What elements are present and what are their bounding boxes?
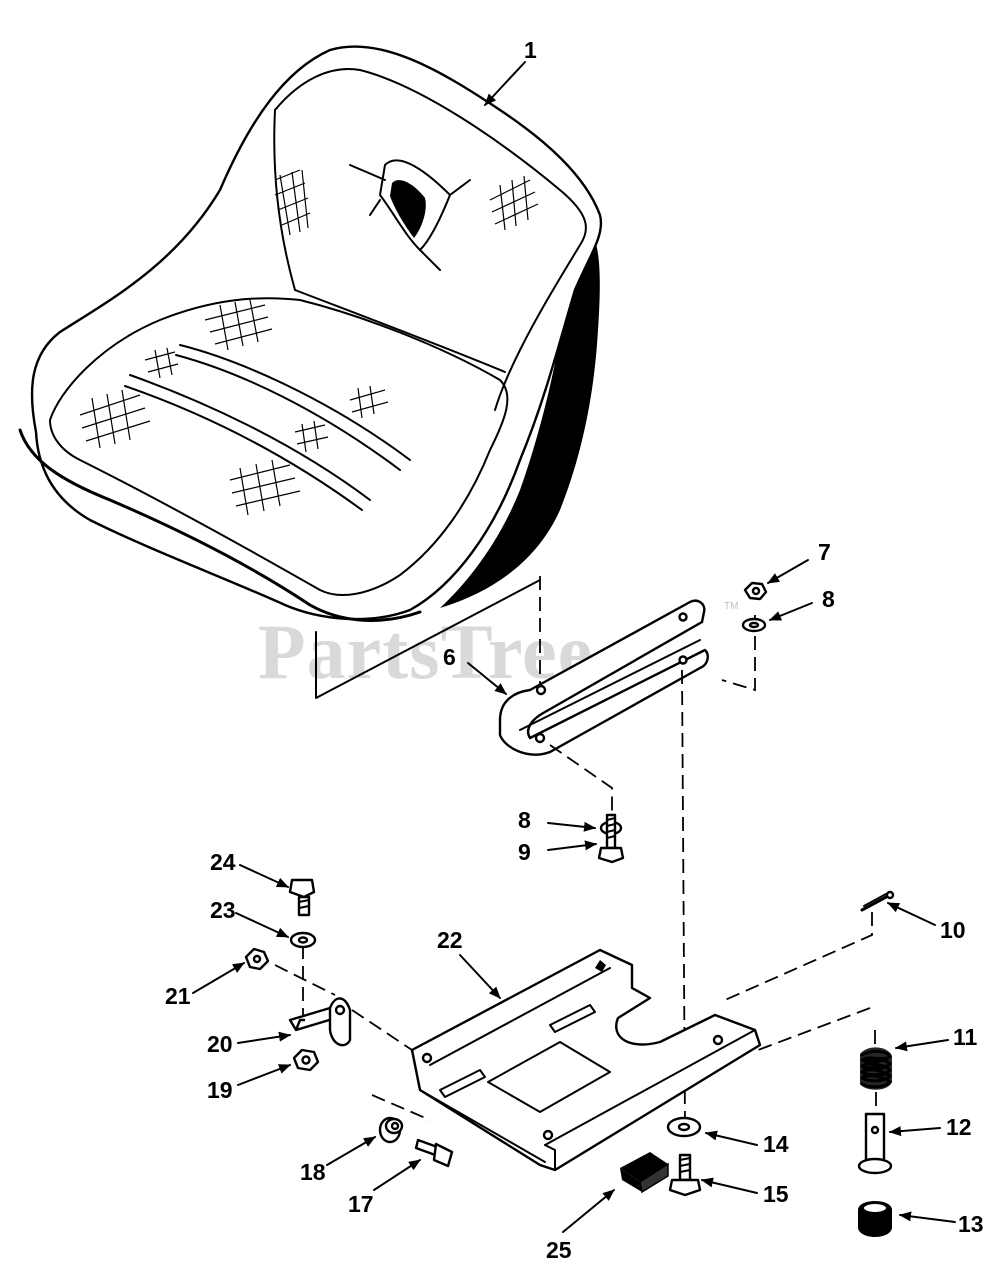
callout-22: 22 [437, 927, 463, 953]
seat-pan-icon [410, 948, 762, 1172]
callout-9: 9 [518, 839, 531, 865]
bolt-icon [668, 1153, 702, 1197]
bolt-icon [597, 813, 625, 864]
nut-icon [292, 1048, 320, 1072]
pad-icon [620, 1152, 669, 1194]
callout-7: 7 [818, 539, 831, 565]
callout-23: 23 [210, 897, 236, 923]
callout-14: 14 [763, 1131, 789, 1157]
pin-icon [857, 1092, 893, 1175]
watermark-trademark: TM [724, 601, 738, 612]
callout-12: 12 [946, 1114, 972, 1140]
washer-icon [741, 617, 767, 633]
callout-25: 25 [546, 1237, 572, 1263]
callout-18: 18 [300, 1159, 326, 1185]
callout-11: 11 [953, 1024, 978, 1050]
callout-24: 24 [210, 849, 236, 875]
spring-icon [860, 1030, 892, 1090]
callout-1: 1 [524, 37, 537, 63]
callout-6: 6 [443, 644, 456, 670]
seat-bracket-icon [498, 599, 709, 756]
bolt-icon [288, 878, 316, 917]
callout-13: 13 [958, 1211, 984, 1237]
washer-icon [289, 931, 317, 949]
callout-8: 8 [518, 807, 531, 833]
callout-numbers: 1 7 8 6 8 9 10 11 12 13 14 15 25 17 18 1… [165, 37, 984, 1263]
hinge-bracket-icon [288, 997, 352, 1047]
seat-icon [18, 45, 603, 622]
watermark-text: PartsTree [258, 608, 593, 695]
washer-icon [666, 1116, 702, 1138]
cap-icon [858, 1201, 892, 1237]
callout-17: 17 [348, 1191, 374, 1217]
nut-icon [244, 947, 270, 971]
callout-leaders [192, 61, 956, 1233]
callout-10: 10 [940, 917, 966, 943]
nut-icon [743, 581, 768, 601]
bolt-icon [414, 1138, 454, 1168]
callout-21: 21 [165, 983, 191, 1009]
callout-20: 20 [207, 1031, 233, 1057]
callout-15: 15 [763, 1181, 789, 1207]
spacer-icon [378, 1116, 404, 1144]
callout-19: 19 [207, 1077, 233, 1103]
callout-8: 8 [822, 586, 835, 612]
pin-icon [860, 890, 895, 912]
